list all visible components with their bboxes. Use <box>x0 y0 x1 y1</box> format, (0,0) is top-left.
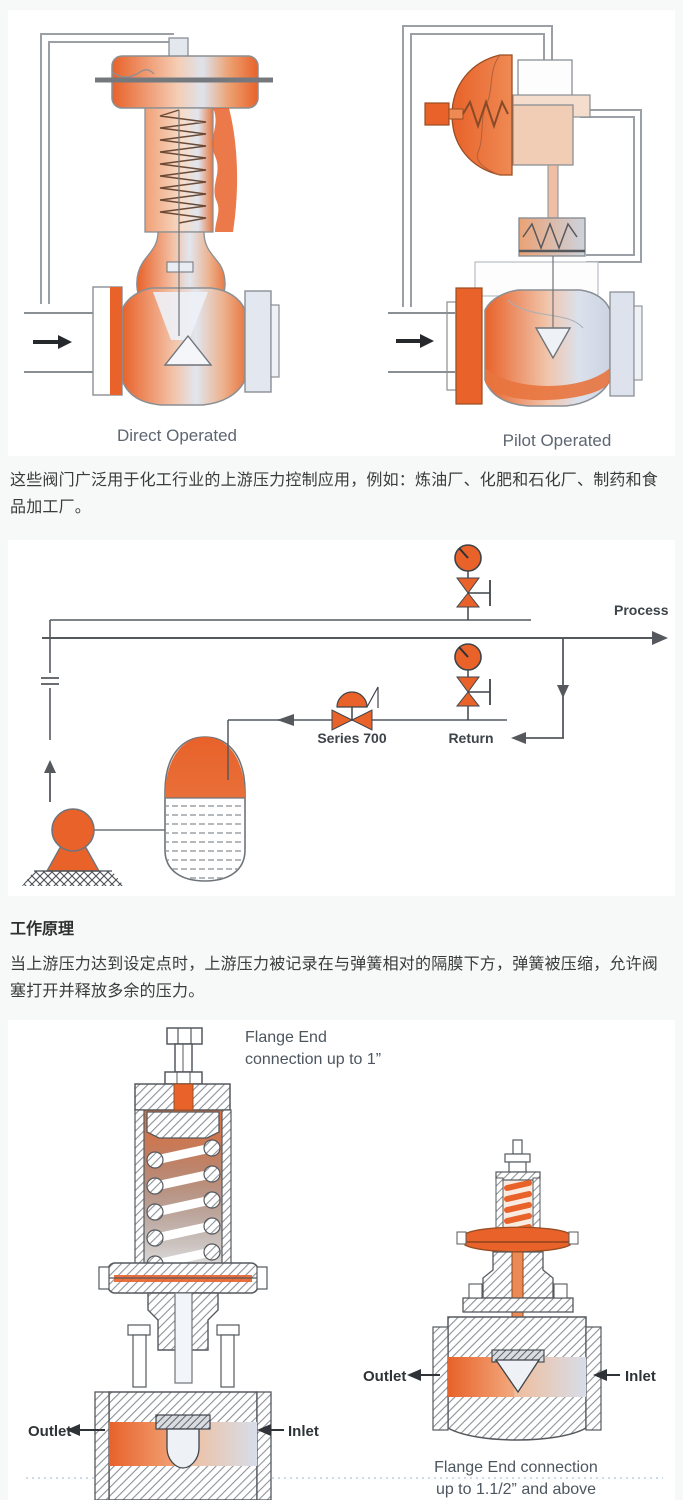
series-700-label: Series 700 <box>317 730 386 746</box>
working-principle-paragraph: 当上游压力达到设定点时，上游压力被记录在与弹簧相对的隔膜下方，弹簧被压缩，允许阀… <box>10 956 659 1000</box>
outlet-arrow-icon <box>66 1424 105 1436</box>
pressure-gauge-icon <box>454 544 482 572</box>
right-valve-caption-line2: up to 1.1/2” and above <box>436 1481 596 1498</box>
isolation-valve-icon <box>455 670 491 720</box>
adjustment-screw-icon <box>424 102 450 126</box>
process-flow-diagram: Process Series 700 Return <box>22 544 669 886</box>
right-valve-caption-line1: Flange End connection <box>434 1459 598 1476</box>
diaphragm-case-icon <box>456 1226 579 1253</box>
adjusting-bolt-icon <box>504 1139 531 1173</box>
bolt-icon <box>468 1283 568 1299</box>
return-arrow-icon <box>277 714 294 726</box>
inlet-label: Inlet <box>625 1368 656 1385</box>
outlet-label: Outlet <box>363 1368 406 1385</box>
right-cutaway-valve-illustration: Outlet Inlet <box>363 1139 656 1441</box>
tank-icon <box>164 720 246 882</box>
cutaway-valves-figure: Outlet Inlet Flange End connection up to… <box>26 1027 663 1500</box>
inlet-arrow-icon <box>257 1424 284 1436</box>
down-arrow-icon <box>557 685 569 698</box>
intro-paragraph: 这些阀门广泛用于化工行业的上游压力控制应用，例如：炼油厂、化肥和石化厂、制药和食… <box>10 472 659 516</box>
valve-plug-icon <box>494 1359 541 1394</box>
valve-stem <box>174 1292 193 1384</box>
direct-operated-caption: Direct Operated <box>117 426 237 445</box>
bottom-figure-card: Outlet Inlet Flange End connection up to… <box>8 1020 675 1500</box>
flow-arrow-icon <box>396 334 434 348</box>
ground-hatch-icon <box>22 871 124 886</box>
outlet-label: Outlet <box>28 1423 71 1440</box>
valve-types-figure: Direct Operated <box>24 25 643 450</box>
left-valve-caption-line1: Flange End <box>245 1029 327 1046</box>
flow-diagram-card: Process Series 700 Return <box>8 540 675 896</box>
return-label: Return <box>448 730 493 746</box>
inlet-label: Inlet <box>288 1423 319 1440</box>
pressure-gauge-icon <box>454 643 482 671</box>
pilot-operated-caption: Pilot Operated <box>503 431 612 450</box>
process-arrow-icon <box>652 631 668 645</box>
inlet-arrow-icon <box>593 1369 620 1381</box>
pilot-spring-icon <box>462 98 509 130</box>
working-principle-heading: 工作原理 <box>10 921 75 938</box>
pump-icon <box>22 808 165 886</box>
direct-operated-valve-illustration: Direct Operated <box>24 33 280 445</box>
spring-plate-icon <box>146 1111 220 1139</box>
series-700-valve-icon <box>331 686 379 731</box>
bolt-icon <box>127 1324 240 1388</box>
isolation-valve-icon <box>455 571 491 620</box>
diaphragm-case-icon <box>98 1262 268 1294</box>
pilot-operated-valve-illustration: Pilot Operated <box>388 25 643 450</box>
adjusting-bolt-icon <box>164 1027 203 1085</box>
top-figure-card: Direct Operated <box>8 10 675 456</box>
left-valve-caption-line2: connection up to 1” <box>245 1051 381 1068</box>
flow-arrow-icon <box>33 335 72 349</box>
left-cutaway-valve-illustration: Outlet Inlet <box>28 1027 319 1500</box>
left-arrow-icon <box>511 732 526 744</box>
process-label: Process <box>614 602 669 618</box>
valve-plug-icon <box>166 1428 200 1469</box>
outlet-arrow-icon <box>407 1369 440 1381</box>
spring-icon <box>159 109 207 224</box>
up-arrow-icon <box>44 760 56 802</box>
valve-plug-icon <box>163 334 213 366</box>
